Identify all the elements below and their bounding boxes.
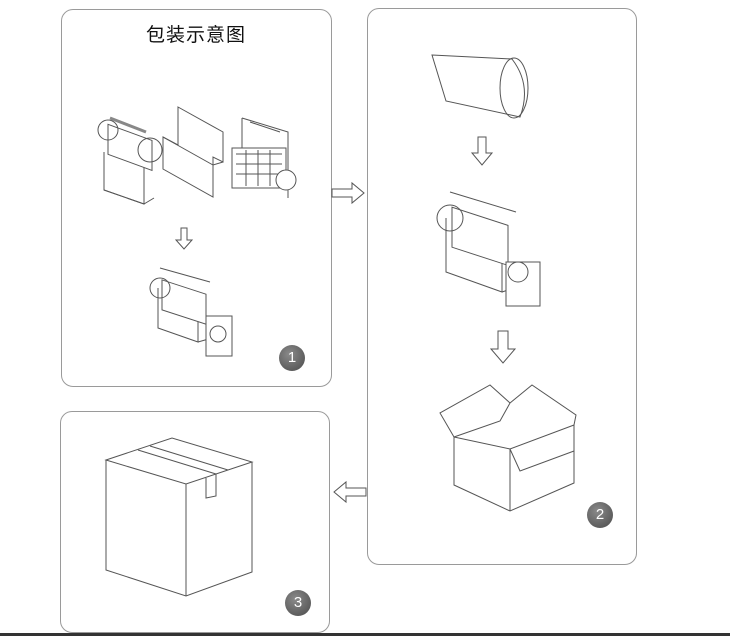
servo-illustration-2 bbox=[231, 117, 297, 198]
foam-insert-illustration bbox=[162, 106, 224, 198]
step-1-panel bbox=[61, 9, 332, 387]
step-1-badge: 1 bbox=[279, 345, 305, 371]
step-2-badge: 2 bbox=[587, 502, 613, 528]
right-arrow bbox=[331, 181, 365, 205]
servo-large-illustration bbox=[436, 191, 541, 307]
down-arrow-3 bbox=[489, 330, 517, 364]
servo-assembled-illustration bbox=[149, 267, 233, 357]
closed-box-illustration bbox=[104, 437, 254, 597]
down-arrow-1 bbox=[174, 227, 194, 250]
step-3-panel bbox=[60, 411, 330, 633]
open-box-illustration bbox=[439, 384, 577, 512]
bag-illustration bbox=[431, 54, 529, 119]
down-arrow-2 bbox=[470, 136, 494, 166]
servo-illustration-1 bbox=[97, 116, 163, 205]
diagram-title: 包装示意图 bbox=[146, 24, 247, 46]
left-arrow bbox=[333, 480, 367, 504]
step-3-badge: 3 bbox=[285, 590, 311, 616]
bottom-border bbox=[0, 633, 730, 636]
